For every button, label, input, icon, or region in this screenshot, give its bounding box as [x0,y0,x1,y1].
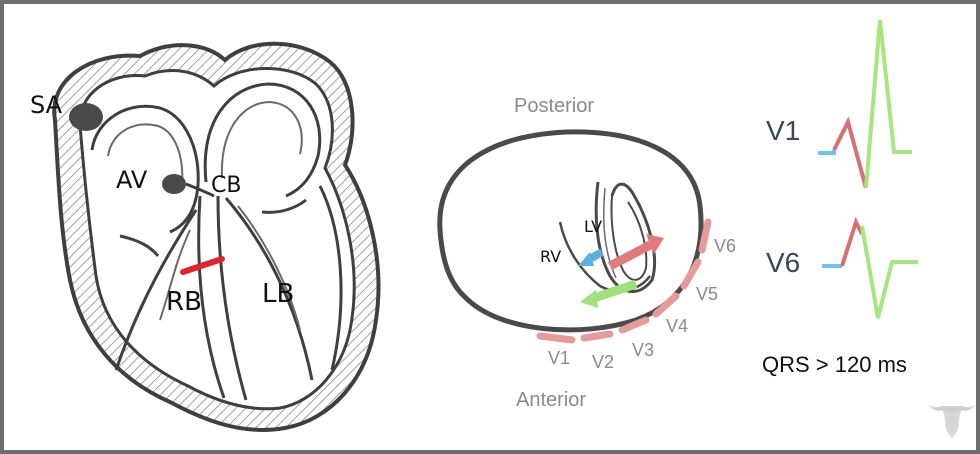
depolarization-vectors [578,234,664,308]
lead-marker [536,332,576,344]
v1-trace-r [832,116,868,189]
ecg-lead-v6-label: V6 [766,247,800,278]
left-bundle-path-2 [237,205,301,331]
lv-outline-inner [610,195,648,281]
v6-trace-slurred [860,225,918,319]
lead-marker [618,316,650,334]
lead-label-v6: V6 [714,236,736,256]
qrs-caption: QRS > 120 ms [762,352,907,377]
lead-markers [536,218,712,344]
vector-green [592,279,638,303]
vector-red [607,240,655,270]
right-atrium-wall-inner [107,123,184,185]
ecg-panel: V1 V6 QRS > 120 ms [762,19,918,377]
right-bundle-path [114,209,198,371]
v6-trace-r [840,216,864,267]
rv-label: RV [540,247,561,266]
lead-marker [698,218,712,254]
v1-trace-rprime [864,19,912,189]
vector-green-head [580,290,598,308]
cross-section: Posterior RV LV V1 [437,95,736,411]
common-bundle [185,182,215,198]
ventricles [558,181,657,293]
sa-label: SA [30,91,63,119]
rb-label: RB [166,287,202,317]
vector-blue-head [578,252,594,266]
lead-label-v2: V2 [592,352,614,372]
lead-label-v1: V1 [548,348,570,368]
vector-red-head [646,234,664,254]
lv-label: LV [584,217,602,236]
lv-outline-outer [594,181,657,293]
left-atrium-wall [203,82,322,198]
av-label: AV [116,166,148,194]
septum-left-edge [197,195,226,399]
lead-label-v4: V4 [666,316,688,336]
chest-outline [437,129,704,333]
valve-flap-right [119,234,160,257]
lv-outline-inner-2 [603,187,617,279]
posterior-label: Posterior [514,95,594,117]
lead-label-v5: V5 [696,284,718,304]
left-atrium-wall-inner [220,100,303,179]
right-bundle-path-2 [159,229,191,321]
lead-marker [580,330,614,342]
left-bundle-path [224,197,314,381]
cb-label: CB [211,173,241,198]
av-node [162,174,186,194]
right-atrium-wall [90,104,200,234]
sa-node [69,103,103,131]
rv-outline [558,221,652,293]
lead-marker [680,258,702,290]
heart-drawing: SA AV CB RB LB [30,41,381,432]
right-bundle-block [180,256,225,275]
heart-inner-cavity [78,67,356,411]
left-ventricle-wall [318,185,343,371]
anterior-label: Anterior [516,389,586,411]
lead-marker [652,292,680,318]
lead-label-v3: V3 [632,340,654,360]
bull-head-icon [928,404,976,438]
lb-label: LB [262,279,294,309]
v1-trace-baseline [818,150,836,155]
septum-right-edge [216,195,248,401]
valve-flap-left [261,198,307,214]
ecg-lead-v1-label: V1 [766,115,800,146]
